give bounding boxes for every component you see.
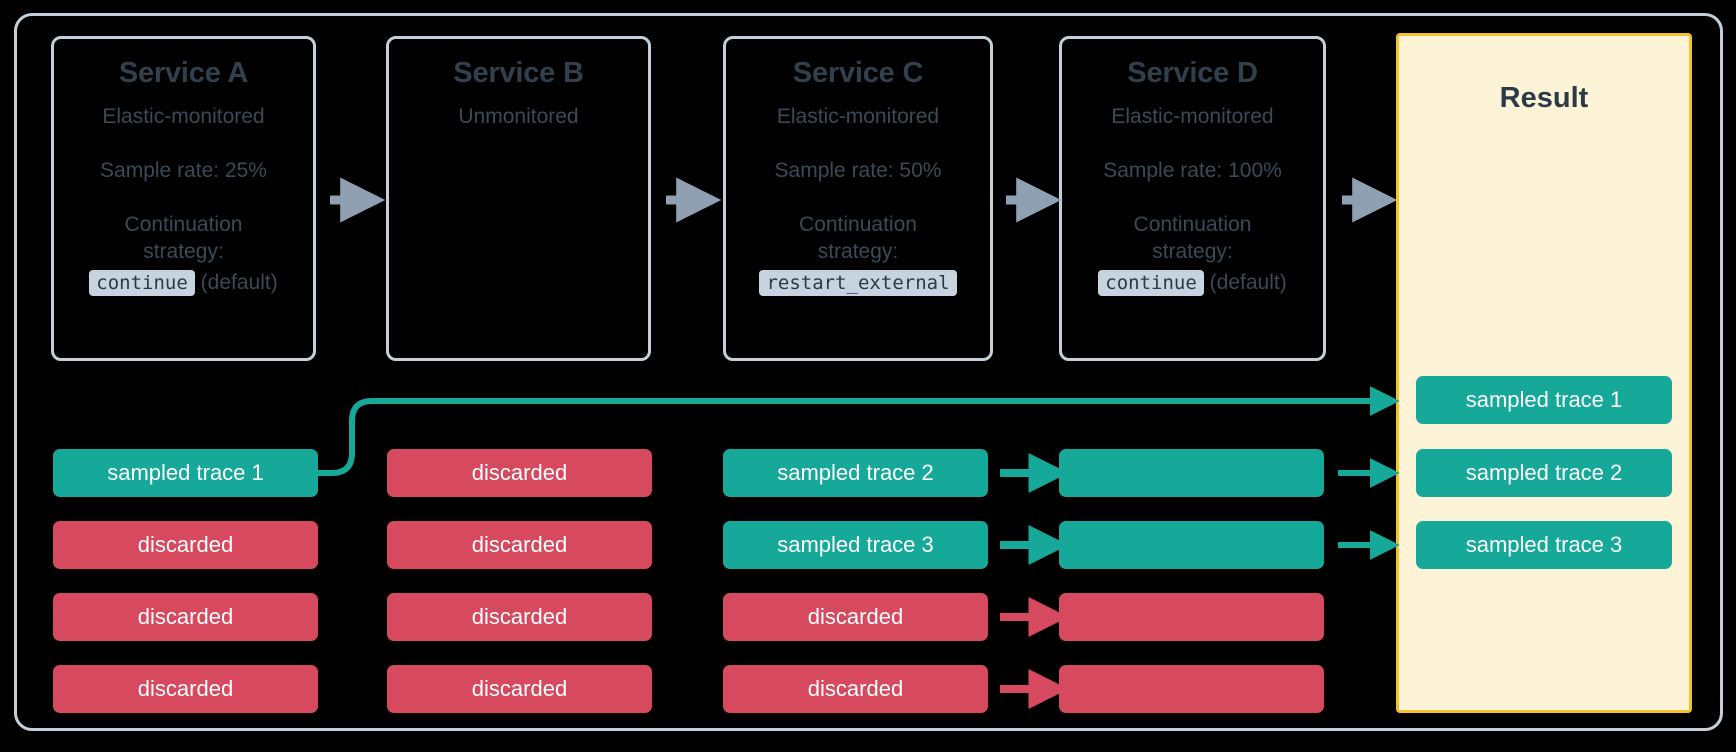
continuation-word: Continuation [799,212,917,236]
trace-pill-d-4 [1059,665,1324,713]
strategy-word: strategy: [817,240,899,264]
trace-pill-b-1: discarded [387,449,652,497]
strategy-word: strategy: [143,240,224,264]
service-a-strategy-line: continue (default) [54,270,313,297]
trace-label: sampled trace 1 [1465,387,1623,412]
service-c-monitoring: Elastic-monitored [776,105,940,129]
trace-pill-a-2: discarded [53,521,318,569]
service-card-c: Service C Elastic-monitored Sample rate:… [723,36,993,361]
service-a-title: Service A [118,57,249,89]
service-d-sample-rate: Sample rate: 100% [1103,158,1282,182]
service-d-continuation-label: Continuation strategy: [1062,211,1323,266]
trace-label: discarded [471,676,568,701]
trace-label: discarded [807,604,904,629]
continuation-word: Continuation [1133,212,1252,236]
service-a-continuation-label: Continuation strategy: [54,211,313,266]
trace-label: discarded [807,676,904,701]
service-c-continuation-label: Continuation strategy: [726,211,990,266]
result-panel: Result [1396,33,1692,713]
service-d-title: Service D [1127,57,1258,89]
result-trace-pill-1: sampled trace 1 [1416,376,1672,424]
service-c-strategy-line: restart_external [726,270,990,297]
trace-label: discarded [137,676,234,701]
trace-pill-a-3: discarded [53,593,318,641]
service-a-sample-rate: Sample rate: 25% [100,158,267,182]
service-card-a: Service A Elastic-monitored Sample rate:… [51,36,316,361]
service-a-strategy-chip: continue [89,270,195,297]
trace-pill-d-2 [1059,521,1324,569]
result-trace-pill-3: sampled trace 3 [1416,521,1672,569]
trace-label: sampled trace 2 [777,460,934,485]
trace-pill-d-3 [1059,593,1324,641]
trace-label: sampled trace 3 [777,532,934,557]
service-a-monitoring: Elastic-monitored [102,105,265,129]
service-d-monitoring: Elastic-monitored [1111,105,1274,129]
trace-label: sampled trace 1 [107,460,264,485]
trace-pill-c-3: discarded [723,593,988,641]
service-d-strategy-chip: continue [1098,270,1204,297]
trace-label: discarded [137,532,234,557]
trace-label: discarded [471,460,568,485]
service-c-title: Service C [792,57,924,89]
service-c-strategy-chip: restart_external [759,270,957,297]
service-c-sample-rate: Sample rate: 50% [774,158,942,182]
trace-label: discarded [471,532,568,557]
service-a-strategy-note: (default) [200,271,278,295]
trace-pill-d-1 [1059,449,1324,497]
trace-pill-b-3: discarded [387,593,652,641]
service-b-monitoring: Unmonitored [458,105,579,129]
trace-pill-b-4: discarded [387,665,652,713]
service-d-strategy-note: (default) [1209,271,1287,295]
continuation-word: Continuation [124,212,243,236]
service-card-b: Service B Unmonitored [386,36,651,361]
trace-pill-a-4: discarded [53,665,318,713]
result-title: Result [1499,82,1589,114]
trace-pill-c-1: sampled trace 2 [723,449,988,497]
trace-pill-a-1: sampled trace 1 [53,449,318,497]
result-trace-pill-2: sampled trace 2 [1416,449,1672,497]
trace-label: sampled trace 3 [1465,532,1623,557]
trace-pill-c-4: discarded [723,665,988,713]
strategy-word: strategy: [1152,240,1233,264]
service-b-title: Service B [453,57,584,89]
service-card-d: Service D Elastic-monitored Sample rate:… [1059,36,1326,361]
trace-label: discarded [137,604,234,629]
trace-label: discarded [471,604,568,629]
trace-pill-b-2: discarded [387,521,652,569]
service-d-strategy-line: continue (default) [1062,270,1323,297]
trace-label: sampled trace 2 [1465,460,1623,485]
trace-pill-c-2: sampled trace 3 [723,521,988,569]
